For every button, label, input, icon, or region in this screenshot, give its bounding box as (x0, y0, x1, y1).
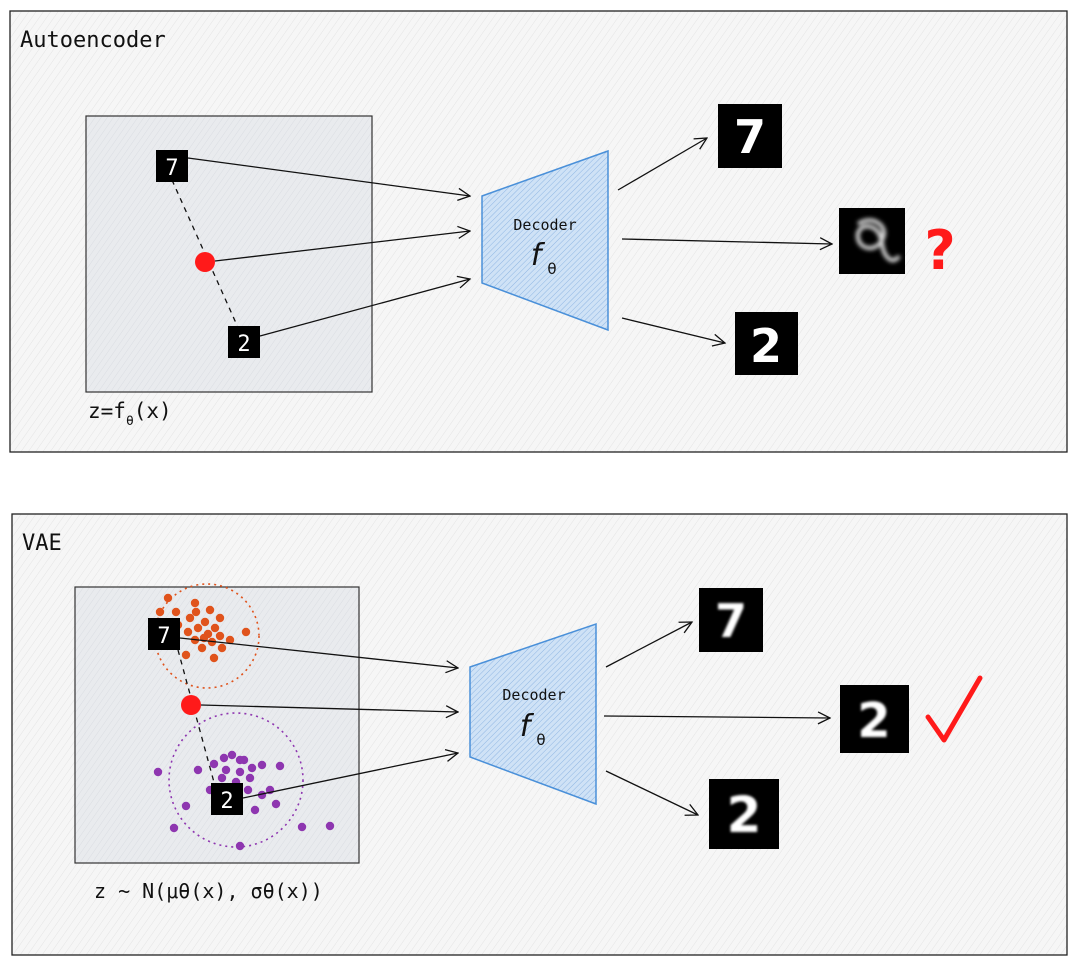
output-digit: 7 (734, 110, 766, 164)
arrow-icon (603, 716, 830, 718)
decoder-subscript: θ (547, 260, 556, 278)
arrow-icon (617, 138, 707, 191)
panel-title: Autoencoder (20, 28, 166, 53)
latent-digit-2-label: 2 (237, 332, 250, 357)
arrow-icon (621, 317, 725, 343)
arrow-icon (179, 637, 458, 668)
arrow-icon (605, 622, 692, 668)
interpolation-point (181, 695, 201, 715)
latent-sample-point (227, 750, 237, 760)
output-image-blurry (839, 208, 905, 274)
latent-formula: z=fθ(x) (88, 399, 172, 429)
latent-digit-2: 2 (228, 326, 260, 358)
vae-panel: VAE 7 2 Decoder f θ (11, 513, 1068, 956)
decoder-block (481, 149, 609, 332)
arrow-icon (242, 753, 458, 799)
latent-sample-point (245, 773, 255, 783)
autoencoder-panel: Autoencoder 7 2 Decoder f θ (9, 10, 1068, 453)
latent-sample-point (217, 643, 227, 653)
latent-sample-point (257, 790, 267, 800)
latent-sample-point (271, 799, 281, 809)
latent-digit-2-label: 2 (220, 789, 233, 814)
latent-sample-point (181, 801, 191, 811)
panel-title: VAE (22, 531, 62, 556)
decoder-block (469, 622, 597, 806)
output-digit: 2 (857, 693, 890, 749)
arrow-icon (187, 157, 470, 196)
question-mark-icon: ? (924, 219, 955, 282)
latent-sample-point (181, 650, 191, 660)
latent-sample-point (185, 613, 195, 623)
latent-sample-point (153, 767, 163, 777)
latent-sample-point (275, 761, 285, 771)
output-image-7: 7 (699, 588, 763, 652)
latent-sample-point (235, 767, 245, 777)
output-image-2-interpolated: 2 (840, 685, 909, 753)
latent-digit-7: 7 (148, 618, 180, 650)
latent-sample-point (210, 623, 220, 633)
output-image-2: 2 (735, 312, 798, 375)
checkmark-icon (925, 675, 983, 743)
latent-sample-point (257, 760, 267, 770)
decoder-subscript: θ (536, 731, 545, 749)
latent-sample-point (235, 755, 245, 765)
arrow-icon (621, 239, 832, 244)
latent-sample-point (163, 593, 173, 603)
latent-sample-point (191, 607, 201, 617)
latent-sample-point (250, 805, 260, 815)
latent-sample-point (209, 653, 219, 663)
latent-sample-point (219, 753, 229, 763)
decoder-label: Decoder (513, 216, 576, 234)
latent-sample-point (169, 823, 179, 833)
latent-sample-point (215, 631, 225, 641)
latent-sample-point (193, 765, 203, 775)
latent-sample-point (241, 627, 251, 637)
latent-sample-point (171, 607, 181, 617)
latent-sample-point (190, 598, 200, 608)
latent-sample-point (221, 765, 231, 775)
output-digit: 2 (750, 319, 782, 373)
latent-sample-point (235, 841, 245, 851)
output-image-7: 7 (718, 104, 782, 168)
output-digit: 2 (727, 786, 762, 844)
latent-sample-point (205, 605, 215, 615)
interpolation-line (177, 649, 216, 787)
latent-sample-point (247, 763, 257, 773)
latent-sample-point (193, 623, 203, 633)
latent-sample-point (155, 607, 165, 617)
arrow-icon (605, 770, 698, 815)
output-image-2: 2 (709, 779, 779, 849)
latent-digit-2: 2 (211, 783, 243, 815)
arrow-icon (200, 704, 458, 712)
latent-sample-point (183, 627, 193, 637)
latent-sample-point (209, 759, 219, 769)
cluster-2-boundary (168, 712, 304, 848)
latent-sample-point (217, 773, 227, 783)
interpolation-point (195, 252, 215, 272)
latent-sample-point (200, 617, 210, 627)
latent-sample-point (325, 821, 335, 831)
decoder-label: Decoder (502, 686, 565, 704)
latent-digit-7-label: 7 (165, 156, 178, 181)
latent-sample-point (197, 643, 207, 653)
cluster-2-points (153, 750, 335, 851)
arrow-icon (214, 231, 470, 262)
latent-sample-point (215, 613, 225, 623)
output-digit: 7 (715, 594, 747, 648)
latent-sample-point (225, 635, 235, 645)
latent-digit-7-label: 7 (157, 624, 170, 649)
latent-formula: z ~ N(μθ(x), σθ(x)) (94, 879, 323, 903)
latent-sample-point (243, 785, 253, 795)
arrow-icon (259, 279, 470, 337)
latent-digit-7: 7 (156, 150, 188, 182)
latent-sample-point (297, 822, 307, 832)
latent-space-box (74, 586, 360, 864)
